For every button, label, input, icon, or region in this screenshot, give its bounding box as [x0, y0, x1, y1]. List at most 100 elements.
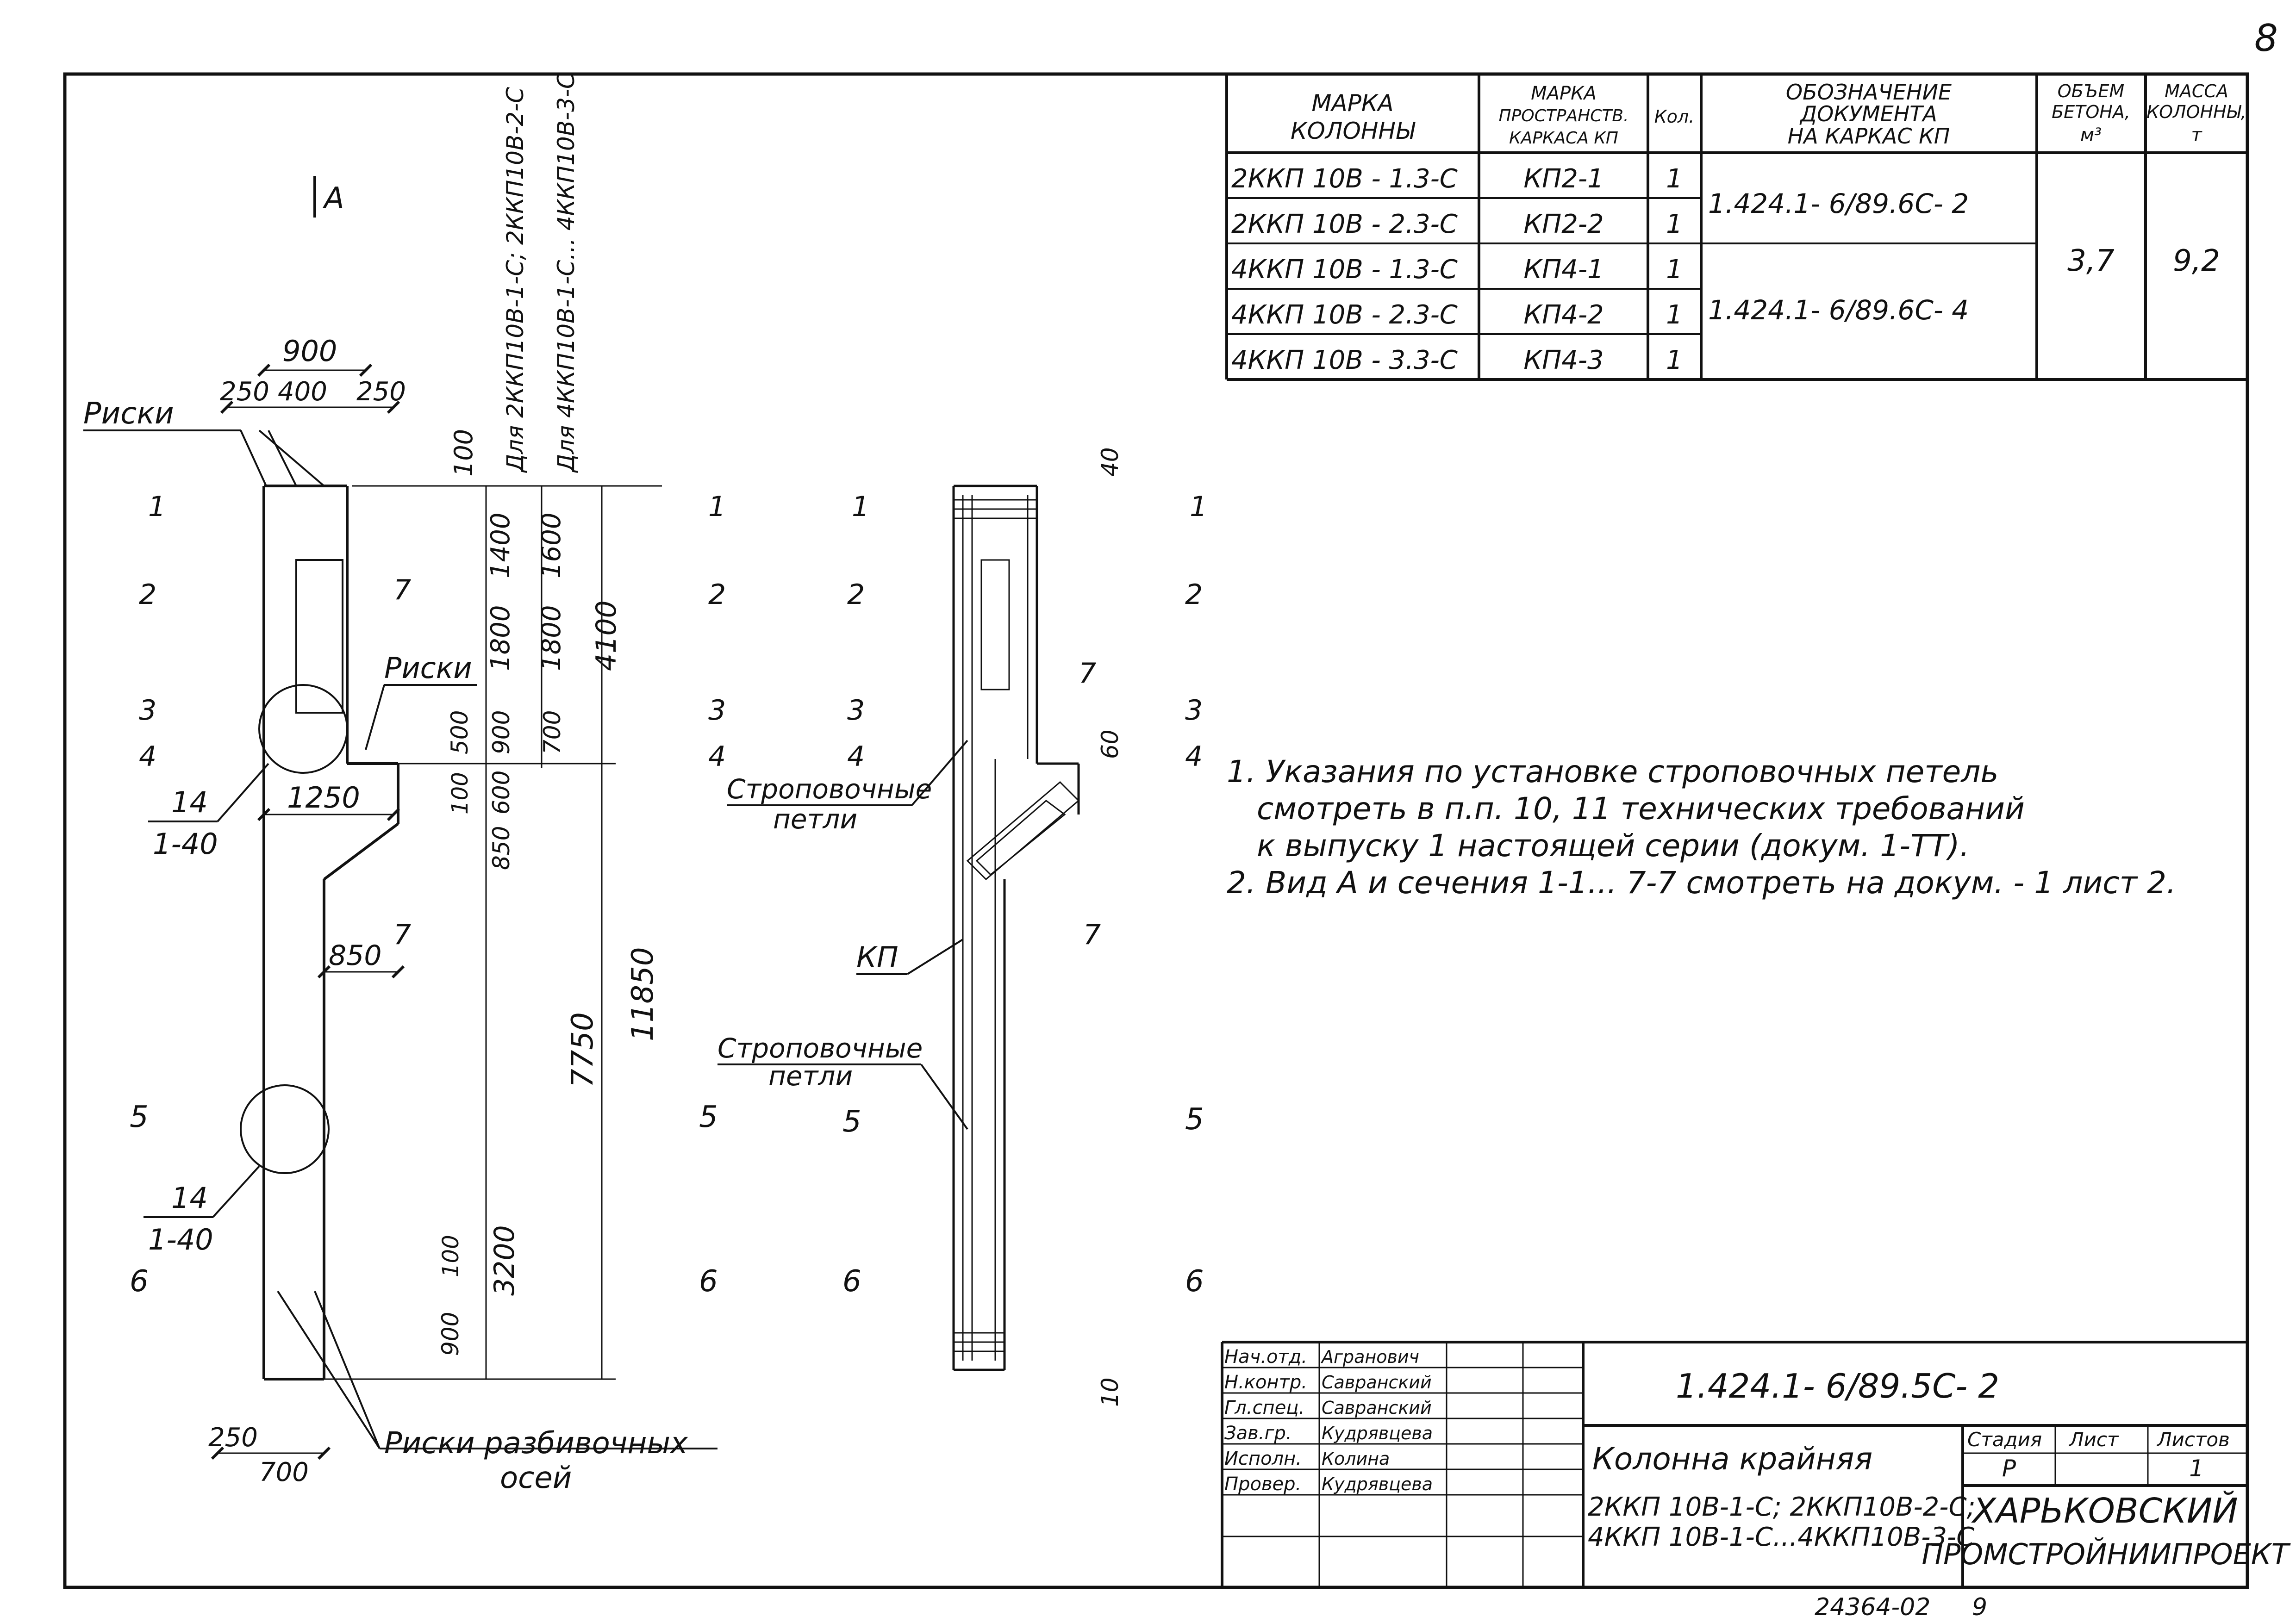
dim: 100 — [438, 1235, 464, 1277]
label-riski-axes: Риски разбивочных — [384, 1426, 688, 1461]
section-label: 6 — [699, 1264, 718, 1299]
signer-name: Агранович — [1320, 1347, 1419, 1367]
section-label: 1 — [852, 491, 869, 523]
col-header-volume-2: БЕТОНА, — [2052, 102, 2130, 122]
dim: 40 — [1097, 447, 1123, 477]
dim: 1400 — [486, 512, 516, 578]
dim: 1800 — [486, 605, 516, 671]
col-header-doc-3: НА КАРКАС КП — [1788, 124, 1950, 149]
sheet-label: Лист — [2068, 1428, 2119, 1451]
row-frame: КП4-1 — [1523, 255, 1603, 285]
dim: 900 — [437, 1312, 464, 1356]
dim: 100 — [449, 429, 478, 477]
dim: 1250 — [287, 781, 360, 815]
doc-a: 1.424.1- 6/89.6С- 2 — [1708, 188, 1969, 219]
document-code: 1.424.1- 6/89.5С- 2 — [1676, 1367, 1999, 1405]
section-label: 6 — [130, 1264, 149, 1299]
detail-number: 14 — [171, 1181, 208, 1215]
role: Провер. — [1224, 1474, 1301, 1495]
note-line: 1. Указания по установке строповочных пе… — [1227, 754, 1998, 790]
dim: 850 — [329, 939, 382, 972]
row-mark: 4ККП 10В - 3.3-С — [1231, 345, 1458, 375]
col-header-mark-2: КОЛОННЫ — [1291, 118, 1416, 144]
spec-table: МАРКА КОЛОННЫ МАРКА ПРОСТРАНСТВ. КАРКАСА… — [1225, 74, 2247, 381]
dim: 900 — [488, 710, 515, 754]
dim: 3200 — [488, 1225, 521, 1296]
sheets-label: Листов — [2156, 1428, 2230, 1451]
col-header-volume-3: м³ — [2080, 124, 2102, 146]
doc-b: 1.424.1- 6/89.6С- 4 — [1708, 294, 1969, 326]
notes: 1. Указания по установке строповочных пе… — [1227, 754, 2176, 901]
row-frame: КП4-2 — [1523, 300, 1603, 330]
section-label: 4 — [708, 740, 726, 773]
section-label: 2 — [139, 578, 156, 611]
document-title: Колонна крайняя — [1592, 1441, 1872, 1477]
section-markers-left: 1 2 3 4 5 6 1 2 3 4 5 6 7 7 — [130, 491, 726, 1299]
signer-name: Савранский — [1322, 1372, 1432, 1393]
col-header-frame: МАРКА — [1531, 83, 1597, 104]
title-block: Нач.отд. Н.контр. Гл.спец. Зав.гр. Испол… — [1221, 1341, 2291, 1587]
signer-name: Кудрявцева — [1322, 1474, 1433, 1494]
dim: 100 — [447, 772, 473, 815]
label-riski: Риски — [83, 397, 174, 431]
dim: 700 — [259, 1457, 309, 1487]
col-header-frame-2: ПРОСТРАНСТВ. — [1499, 106, 1629, 125]
row-frame: КП4-3 — [1523, 345, 1603, 375]
row-frame: КП2-1 — [1523, 164, 1603, 194]
col-header-mass-2: КОЛОННЫ, — [2146, 102, 2246, 122]
signer-name: Кудрявцева — [1322, 1423, 1433, 1443]
role: Нач.отд. — [1224, 1346, 1307, 1368]
label-kp: КП — [856, 940, 898, 974]
dim: 10 — [1097, 1377, 1123, 1407]
column-mass: 9,2 — [2173, 244, 2220, 278]
sheets-value: 1 — [2189, 1455, 2204, 1482]
section-label: 2 — [847, 578, 865, 611]
role: Н.контр. — [1224, 1372, 1307, 1393]
row-qty: 1 — [1666, 300, 1683, 330]
label-stropo: петли — [773, 803, 857, 835]
dim: 11850 — [626, 947, 660, 1041]
section-label: 7 — [393, 919, 411, 951]
dim: 600 — [488, 771, 515, 815]
section-label: 3 — [139, 694, 156, 727]
note-line: 2. Вид А и сечения 1-1... 7-7 смотреть н… — [1227, 865, 2176, 901]
note-line: смотреть в п.п. 10, 11 технических требо… — [1257, 791, 2025, 827]
dim: 500 — [446, 710, 473, 754]
dim: 1800 — [537, 605, 567, 671]
section-label: 3 — [708, 694, 726, 727]
role: Исполн. — [1224, 1448, 1302, 1469]
section-label: 4 — [847, 740, 865, 773]
dim: 250 — [220, 377, 269, 407]
annot-for-2kkp: Для 2ККП10В-1-С; 2ККП10В-2-С — [502, 87, 529, 473]
section-label: 4 — [1185, 740, 1203, 773]
label-stropo: Строповочные — [718, 1032, 923, 1064]
footer-code: 24364-02 — [1815, 1593, 1930, 1621]
section-label: 6 — [842, 1264, 861, 1299]
detail-circle — [258, 684, 348, 774]
dim: 7750 — [566, 1012, 600, 1088]
reinforcement-view: 40 60 10 Строповочные петли КП Строповоч… — [718, 447, 1207, 1407]
section-label: 2 — [1185, 578, 1203, 611]
row-mark: 2ККП 10В - 1.3-С — [1231, 164, 1458, 194]
dim: 250 — [208, 1423, 258, 1453]
column-elevation: Риски 14 1-40 14 1-40 Риски А 900 250 40… — [83, 73, 718, 1495]
section-label: 5 — [1185, 1102, 1204, 1137]
dim: 250 — [356, 377, 406, 407]
label-riski: Риски — [384, 651, 472, 685]
row-mark: 4ККП 10В - 1.3-С — [1231, 255, 1458, 285]
row-qty: 1 — [1666, 345, 1683, 375]
detail-number: 14 — [171, 785, 208, 819]
col-header-mark: МАРКА — [1311, 90, 1393, 117]
col-header-doc: ОБОЗНАЧЕНИЕ — [1786, 80, 1952, 105]
org-name: ПРОМСТРОЙНИИПРОЕКТ — [1922, 1537, 2290, 1571]
dim: 850 — [488, 826, 515, 870]
section-label: 4 — [139, 740, 156, 773]
role: Гл.спец. — [1224, 1397, 1304, 1418]
section-label: 1 — [1190, 491, 1207, 523]
section-label: 5 — [130, 1100, 149, 1134]
label-riski-axes: осей — [500, 1461, 572, 1495]
column-marks: 4ККП 10В-1-С...4ККП10В-3-С — [1588, 1522, 1974, 1552]
row-frame: КП2-2 — [1523, 209, 1603, 239]
section-label: 7 — [1083, 919, 1101, 951]
